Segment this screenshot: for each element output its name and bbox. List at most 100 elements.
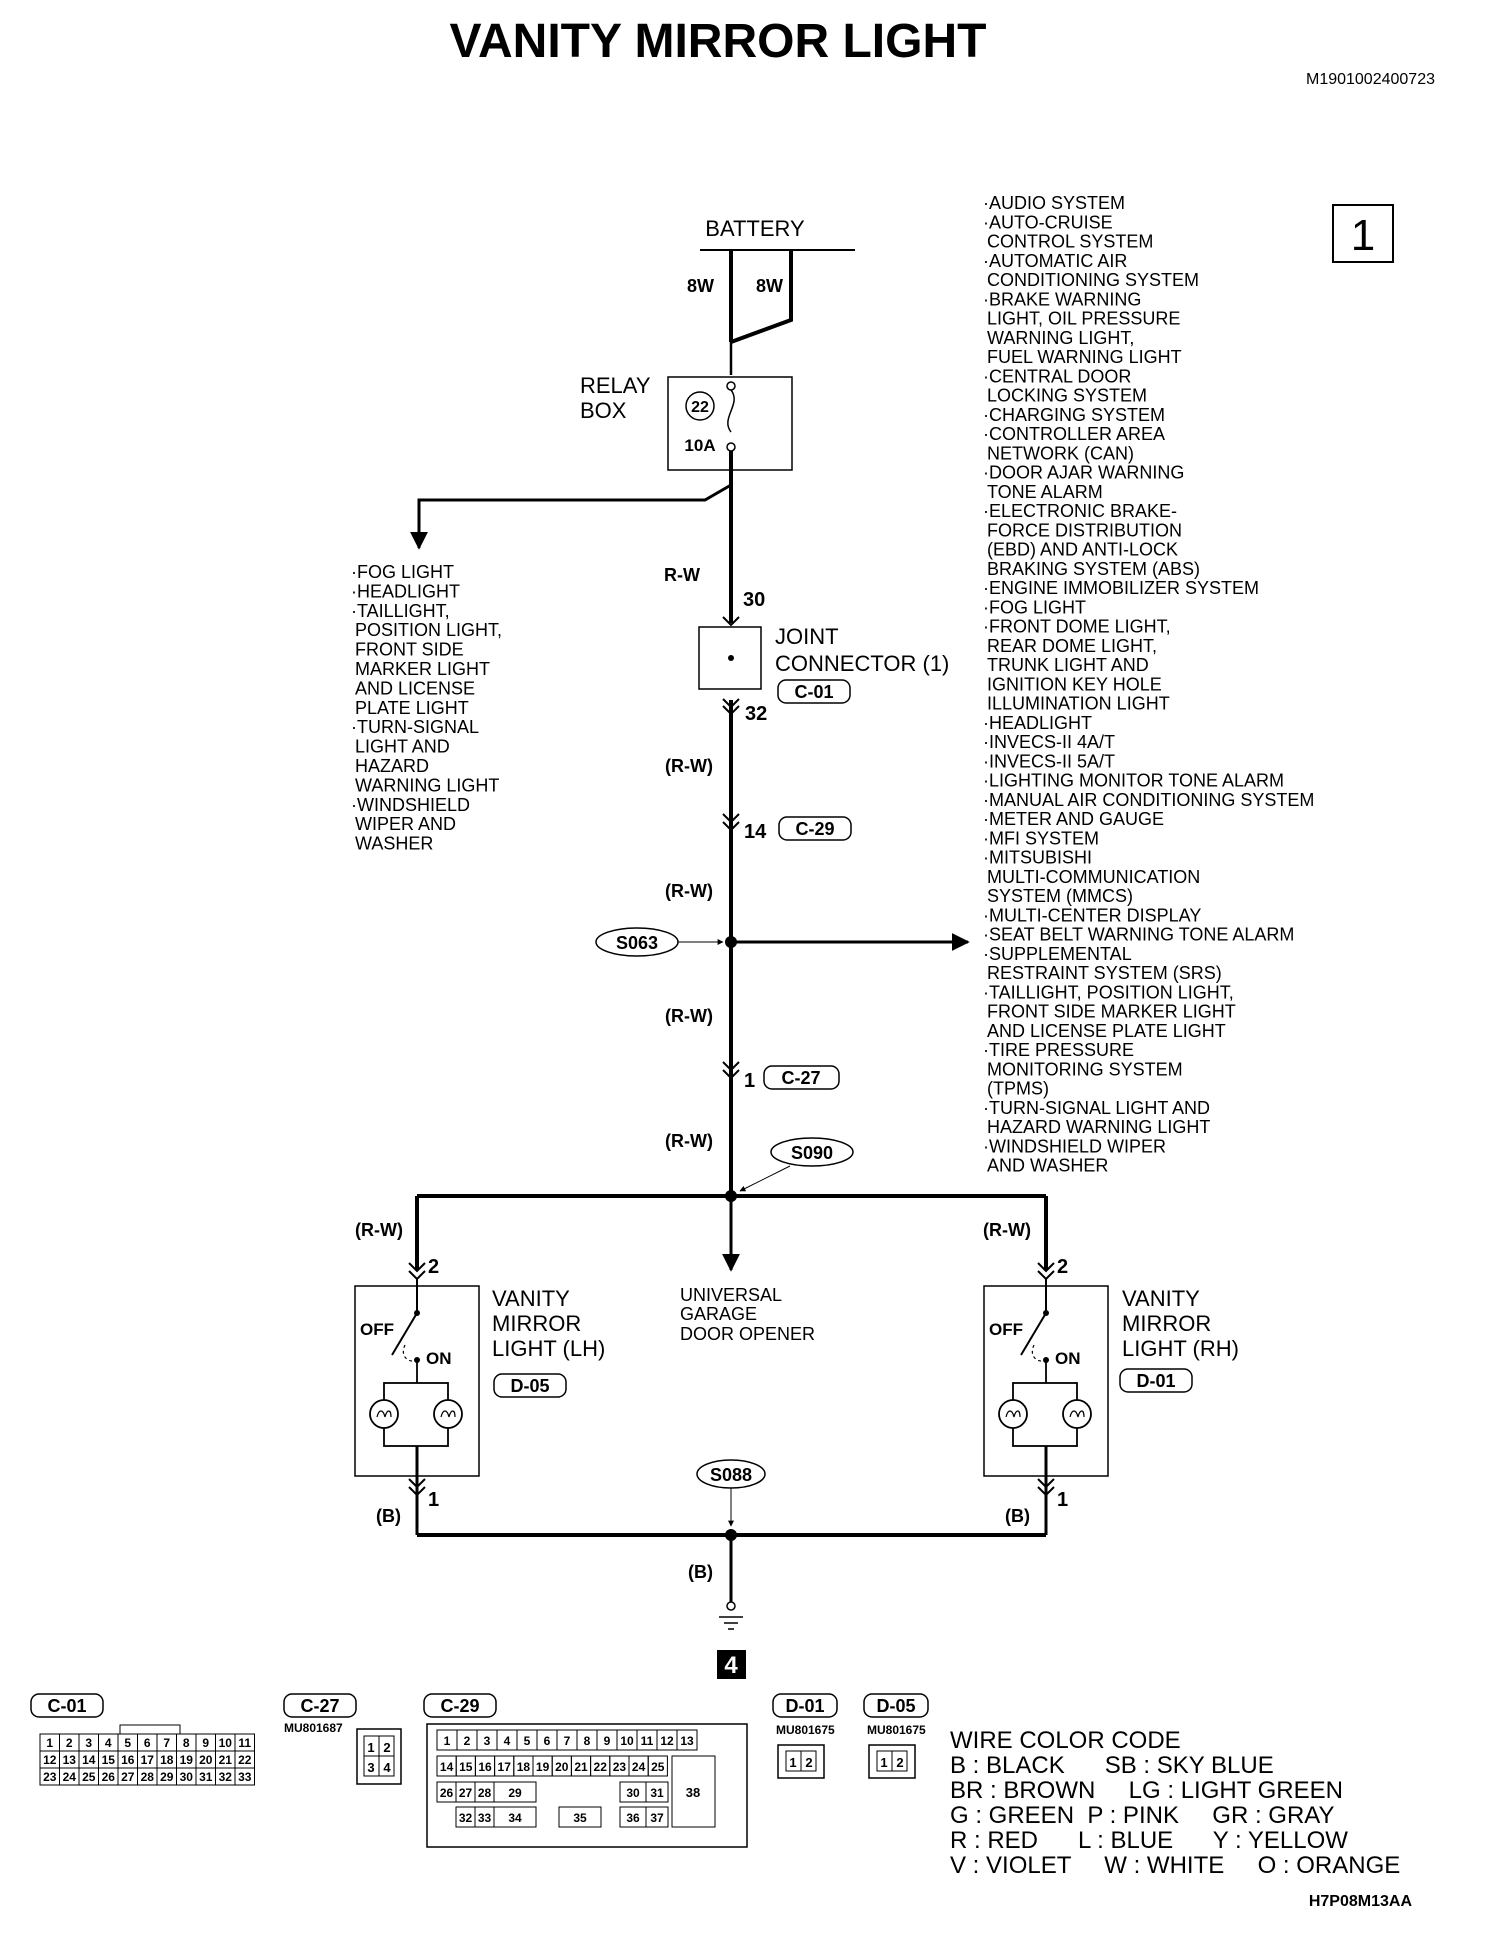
d05-pin-2: 2 [896, 1755, 903, 1770]
left-branch-item: HAZARD [355, 756, 429, 776]
d01-pin-1: 1 [789, 1755, 796, 1770]
left-branch-item: MARKER LIGHT [355, 659, 490, 679]
relay-box-label-1: RELAY [580, 373, 651, 398]
c01-pin-label: 13 [63, 1753, 77, 1767]
right-branch-item: ·MFI SYSTEM [983, 828, 1099, 848]
right-branch-item: LOCKING SYSTEM [987, 386, 1147, 406]
lh-code-box [493, 1373, 567, 1398]
c29-pin-cell [493, 1806, 537, 1828]
c29-view-code-box [423, 1693, 497, 1718]
c01-pin-label: 18 [160, 1753, 174, 1767]
right-branch-item: ·AUTOMATIC AIR [983, 251, 1127, 271]
wire-color-rw-5: (R-W) [665, 1131, 713, 1151]
left-branch-item: FRONT SIDE [355, 640, 464, 660]
c29-pin-label: 27 [459, 1786, 473, 1800]
right-branch-item: ·SEAT BELT WARNING TONE ALARM [983, 925, 1294, 945]
right-branch-item: ·ENGINE IMMOBILIZER SYSTEM [983, 578, 1259, 598]
c29-pin-label: 13 [680, 1734, 694, 1748]
joint-connector-code-box [777, 679, 851, 704]
right-branch-item: ·SUPPLEMENTAL [983, 944, 1132, 964]
right-branch-item: AND WASHER [987, 1156, 1108, 1176]
fuse-rating: 10A [684, 436, 715, 455]
c01-pin-label: 5 [124, 1736, 131, 1750]
left-branch-item: PLATE LIGHT [355, 698, 469, 718]
c29-pin-cell [645, 1781, 669, 1803]
d01-view-code-box [772, 1693, 838, 1718]
c27-code-box [763, 1065, 840, 1090]
c29-code-box [778, 816, 852, 841]
c01-pin-label: 30 [180, 1770, 194, 1784]
c29-pin-label: 31 [650, 1786, 664, 1800]
ground-terminal [726, 1601, 736, 1611]
right-branch-item: ·CENTRAL DOOR [983, 366, 1131, 386]
c29-pin-label: 23 [613, 1760, 627, 1774]
fuse-terminal-top [726, 381, 736, 391]
wire-color-code-line: BR : BROWN LG : LIGHT GREEN [950, 1777, 1343, 1804]
c29-pin-cell [493, 1781, 537, 1803]
fuse-number-circle [685, 391, 715, 421]
c29-pin-label: 32 [459, 1811, 473, 1825]
lh-pin-bottom: 1 [428, 1489, 439, 1511]
wire-color-rw-1: R-W [664, 565, 700, 585]
c01-pin-label: 27 [121, 1770, 135, 1784]
right-branch-item: MONITORING SYSTEM [987, 1059, 1183, 1079]
figure-code: H7P08M13AA [1309, 1893, 1413, 1910]
c29-pin-label: 30 [626, 1786, 640, 1800]
c01-pin-label: 24 [63, 1770, 77, 1784]
ground-wire-color: (B) [688, 1562, 713, 1582]
c01-pin-cell [234, 1767, 255, 1786]
right-branch-item: SYSTEM (MMCS) [987, 886, 1133, 906]
rh-label-1: VANITY [1122, 1286, 1200, 1311]
s063-label: S063 [616, 933, 658, 953]
wire-size-left: 8W [687, 276, 714, 296]
c29-pin-label: 33 [478, 1811, 492, 1825]
c29-pin-label: 28 [478, 1786, 492, 1800]
right-branch-item: IGNITION KEY HOLE [987, 674, 1162, 694]
c29-pin-label: 8 [584, 1734, 591, 1748]
c29-pin-cell [645, 1806, 669, 1828]
c01-pin-label: 21 [219, 1753, 233, 1767]
c29-pin-label: 34 [508, 1811, 522, 1825]
right-branch-item: ·HEADLIGHT [983, 713, 1092, 733]
right-branch-item: ·ELECTRONIC BRAKE- [983, 501, 1177, 521]
garage-opener-label-3: DOOR OPENER [680, 1324, 815, 1344]
right-branch-item: ·INVECS-II 5A/T [983, 751, 1115, 771]
right-branch-item: ·FOG LIGHT [983, 597, 1086, 617]
lh-switch-on: ON [426, 1349, 452, 1368]
left-branch-wire [410, 483, 732, 550]
ground-point-box [717, 1650, 746, 1679]
c29-pin-label: 6 [544, 1734, 551, 1748]
d01-housing [777, 1744, 825, 1779]
c29-pin-label: 10 [620, 1734, 634, 1748]
d05-view-code-box [863, 1693, 929, 1718]
c01-pin-label: 11 [238, 1736, 251, 1750]
c29-pin-label: 11 [641, 1734, 654, 1748]
c29-pin-label: 7 [564, 1734, 571, 1748]
c01-pin-label: 4 [105, 1736, 112, 1750]
d05-view-code: D-05 [876, 1696, 915, 1716]
right-branch-item: ·LIGHTING MONITOR TONE ALARM [983, 771, 1284, 791]
right-branch-item: ·TURN-SIGNAL LIGHT AND [983, 1098, 1210, 1118]
c01-pin-label: 20 [199, 1753, 213, 1767]
left-branch-item: WARNING LIGHT [355, 775, 499, 795]
c29-pin-label: 16 [478, 1760, 492, 1774]
c01-pin-label: 26 [102, 1770, 116, 1784]
left-branch-item: AND LICENSE [355, 678, 475, 698]
fuse-element-icon [727, 389, 735, 433]
c01-pin-label: 25 [82, 1770, 96, 1784]
rh-switch-on: ON [1055, 1349, 1081, 1368]
right-branch-item: LIGHT, OIL PRESSURE [987, 309, 1180, 329]
joint-connector-box [698, 626, 762, 690]
battery-label: BATTERY [705, 216, 805, 241]
c29-pin-cell [647, 1755, 668, 1777]
joint-dot [728, 655, 734, 661]
c01-view-code-box [30, 1693, 104, 1718]
c29-pin-label: 19 [536, 1760, 550, 1774]
lh-label-1: VANITY [492, 1286, 570, 1311]
fuse-number: 22 [691, 399, 709, 416]
wire-color-rw-4: (R-W) [665, 1006, 713, 1026]
rh-label-3: LIGHT (RH) [1122, 1336, 1239, 1361]
right-branch-item: ·TIRE PRESSURE [983, 1040, 1134, 1060]
